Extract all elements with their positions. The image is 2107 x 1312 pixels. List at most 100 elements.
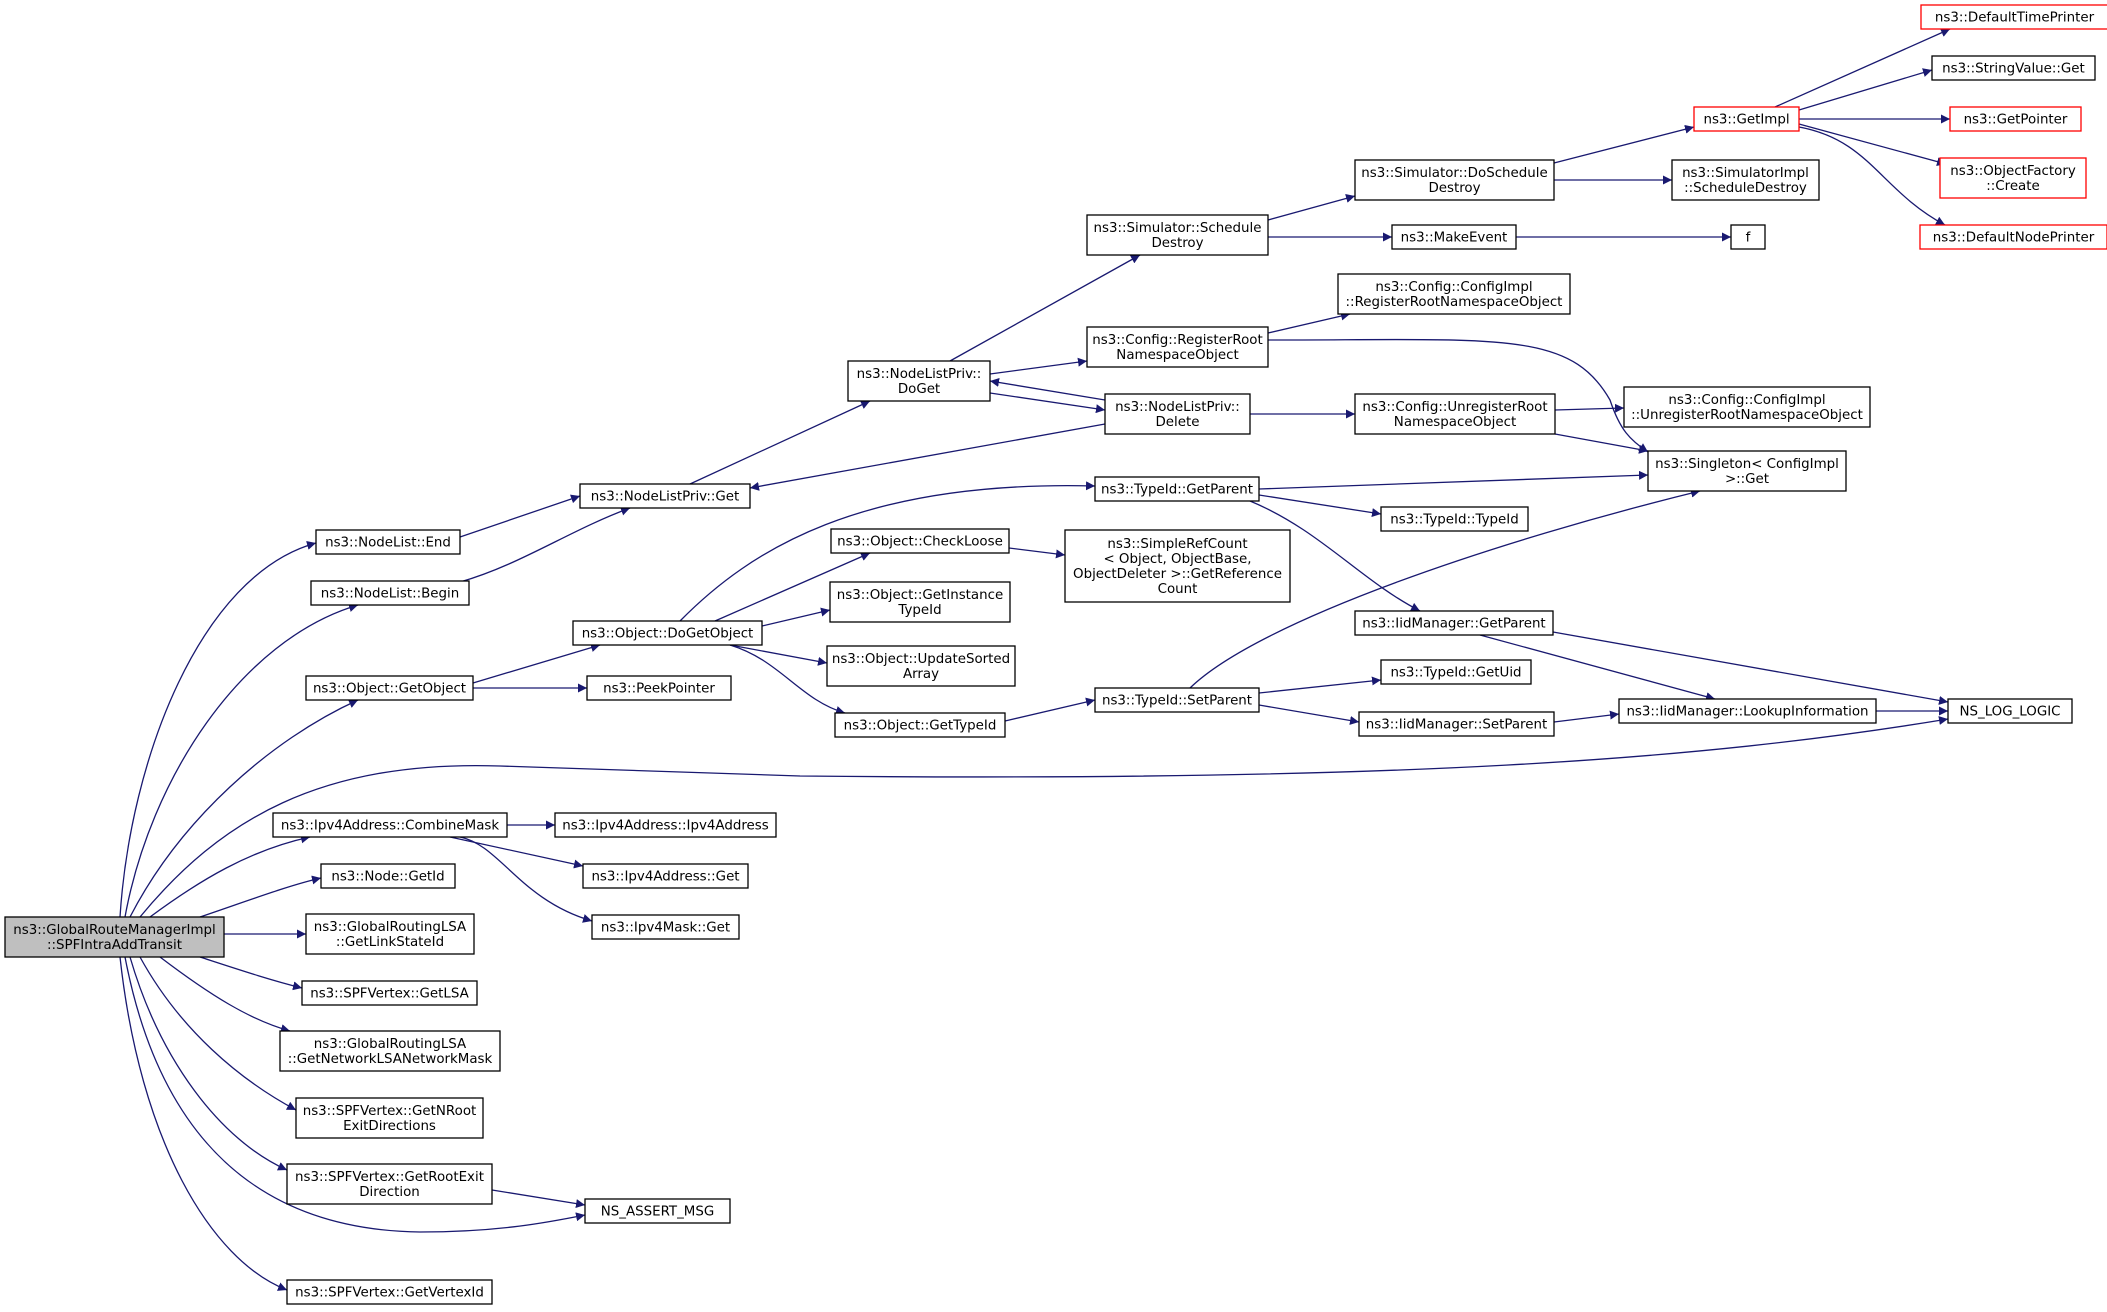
node-type-id-get-uid[interactable]: ns3::TypeId::GetUid (1380, 659, 1532, 685)
node-label: ns3::TypeId::GetParent (1101, 483, 1253, 498)
node-box (829, 581, 1011, 623)
node-string-value-get[interactable]: ns3::StringValue::Get (1931, 55, 2096, 81)
node-iid-get-parent[interactable]: ns3::IidManager::GetParent (1354, 610, 1554, 636)
node-box (1647, 450, 1847, 492)
node-box (826, 645, 1016, 687)
node-ipv4-get[interactable]: ns3::Ipv4Address::Get (582, 863, 749, 889)
node-object-factory-create[interactable]: ns3::ObjectFactory::Create (1939, 157, 2087, 199)
node-make-event[interactable]: ns3::MakeEvent (1391, 224, 1517, 250)
call-edge-nlpDelete-to-nlpDoGet (989, 378, 1106, 401)
node-nlp-get[interactable]: ns3::NodeListPriv::Get (579, 483, 751, 509)
node-obj-get-type-id[interactable]: ns3::Object::GetTypeId (834, 712, 1006, 738)
node-label: ns3::SimpleRefCount (1107, 537, 1247, 552)
node-label: ::ScheduleDestroy (1684, 181, 1807, 196)
node-box (1931, 55, 2096, 81)
node-spf-get-vertex-id[interactable]: ns3::SPFVertex::GetVertexId (286, 1279, 493, 1305)
node-ipv4-mask-get[interactable]: ns3::Ipv4Mask::Get (591, 914, 740, 940)
node-box (1380, 506, 1529, 532)
node-label: ns3::MakeEvent (1401, 231, 1508, 246)
call-edge-getImpl-to-defaultNodePrinter (1798, 126, 1946, 226)
node-nlp-do-get[interactable]: ns3::NodeListPriv::DoGet (847, 360, 991, 402)
node-ns-log-logic[interactable]: NS_LOG_LOGIC (1947, 698, 2073, 724)
node-label: ns3::Object::CheckLoose (837, 535, 1003, 550)
node-label: NS_LOG_LOGIC (1959, 705, 2060, 720)
node-label: ns3::SPFVertex::GetRootExit (295, 1170, 484, 1185)
node-box (286, 1163, 493, 1205)
node-get-impl[interactable]: ns3::GetImpl (1693, 106, 1800, 132)
node-sim-impl-sched-destroy[interactable]: ns3::SimulatorImpl::ScheduleDestroy (1671, 159, 1820, 201)
node-box (579, 483, 751, 509)
call-edge-objDoGetObject-to-typeIdGetParent (679, 481, 1096, 622)
node-box (834, 712, 1006, 738)
node-iid-set-parent[interactable]: ns3::IidManager::SetParent (1358, 711, 1555, 737)
node-grlsa-get-net-mask[interactable]: ns3::GlobalRoutingLSA::GetNetworkLSANetw… (279, 1030, 501, 1072)
node-box (301, 980, 478, 1006)
node-label: ns3::SPFVertex::GetVertexId (295, 1286, 484, 1301)
node-default-node-printer[interactable]: ns3::DefaultNodePrinter (1919, 224, 2107, 250)
call-edge-root-to-objGetObject (129, 699, 359, 918)
node-label: ns3::NodeList::End (325, 536, 451, 551)
node-peek-pointer[interactable]: ns3::PeekPointer (586, 675, 732, 701)
node-cfg-impl-unreg-root[interactable]: ns3::Config::ConfigImpl::UnregisterRootN… (1623, 386, 1871, 428)
node-singleton-get[interactable]: ns3::Singleton< ConfigImpl >::Get (1647, 450, 1847, 492)
call-edge-ipv4CombineMask-to-ipv4Get (449, 836, 584, 869)
node-grlsa-get-link-state-id[interactable]: ns3::GlobalRoutingLSA::GetLinkStateId (305, 913, 475, 955)
node-box (320, 863, 456, 889)
call-edge-nlpDoGet-to-cfgRegRoot (989, 357, 1088, 375)
call-edge-objDoGetObject-to-objUpdateSorted (729, 644, 828, 666)
node-label: f (1746, 231, 1751, 246)
node-box (1354, 159, 1555, 201)
call-edge-root-to-grlsaGetNetMask (159, 956, 291, 1033)
node-label: ns3::NodeListPriv:: (857, 367, 982, 382)
call-edge-root-to-nodeGetId (199, 875, 322, 918)
node-label: ns3::GlobalRoutingLSA (314, 1037, 467, 1052)
node-label: ns3::Config::RegisterRoot (1092, 333, 1262, 348)
call-edge-objGetObject-to-objDoGetObject (472, 643, 601, 684)
node-iid-lookup[interactable]: ns3::IidManager::LookupInformation (1618, 698, 1877, 724)
node-cfg-reg-root[interactable]: ns3::Config::RegisterRootNamespaceObject (1086, 326, 1269, 368)
node-nlp-delete[interactable]: ns3::NodeListPriv::Delete (1104, 393, 1251, 435)
node-simple-ref-count[interactable]: ns3::SimpleRefCount< Object, ObjectBase,… (1064, 529, 1291, 603)
call-edge-nlBegin-to-nlpGet (459, 506, 631, 583)
node-label: ::SPFIntraAddTransit (47, 938, 182, 953)
node-label: ns3::SPFVertex::GetNRoot (303, 1104, 477, 1119)
node-box (1094, 687, 1260, 713)
node-box (1064, 529, 1291, 603)
node-obj-do-get-object[interactable]: ns3::Object::DoGetObject (572, 620, 763, 646)
node-type-id-get-parent[interactable]: ns3::TypeId::GetParent (1094, 476, 1260, 502)
node-nl-end[interactable]: ns3::NodeList::End (315, 529, 461, 555)
call-edge-objDoGetObject-to-objGetInstanceTypeId (761, 607, 831, 627)
node-default-time-printer[interactable]: ns3::DefaultTimePrinter (1920, 4, 2107, 30)
node-label: ::Create (1986, 179, 2040, 194)
call-edge-root-to-nlEnd (119, 541, 317, 918)
node-obj-get-object[interactable]: ns3::Object::GetObject (305, 675, 474, 701)
call-edge-typeIdGetParent-to-iidGetParent (1249, 500, 1421, 612)
node-ipv4-combine-mask[interactable]: ns3::Ipv4Address::CombineMask (272, 812, 508, 838)
node-ns-assert-msg[interactable]: NS_ASSERT_MSG (584, 1198, 731, 1224)
node-cfg-impl-reg-root[interactable]: ns3::Config::ConfigImpl::RegisterRootNam… (1337, 273, 1571, 315)
node-obj-check-loose[interactable]: ns3::Object::CheckLoose (830, 528, 1010, 554)
node-label: ns3::StringValue::Get (1942, 62, 2085, 77)
nodes-layer: ns3::GlobalRouteManagerImpl::SPFIntraAdd… (4, 4, 2107, 1305)
call-edge-nlpGet-to-nlpDoGet (689, 400, 871, 485)
call-edge-nlpDoGet-to-nlpDelete (989, 392, 1106, 414)
node-cfg-unreg-root[interactable]: ns3::Config::UnregisterRootNamespaceObje… (1354, 393, 1556, 435)
node-type-id-type-id[interactable]: ns3::TypeId::TypeId (1380, 506, 1529, 532)
node-ipv4-ctor[interactable]: ns3::Ipv4Address::Ipv4Address (554, 812, 777, 838)
node-label: ns3::Object::UpdateSorted (832, 652, 1010, 667)
call-edge-root-to-ipv4CombineMask (149, 834, 311, 918)
node-box (305, 675, 474, 701)
node-node-get-id[interactable]: ns3::Node::GetId (320, 863, 456, 889)
node-sim-sched-destroy[interactable]: ns3::Simulator::ScheduleDestroy (1086, 214, 1269, 256)
node-spf-get-l-s-a[interactable]: ns3::SPFVertex::GetLSA (301, 980, 478, 1006)
node-get-pointer[interactable]: ns3::GetPointer (1949, 106, 2082, 132)
node-type-id-set-parent[interactable]: ns3::TypeId::SetParent (1094, 687, 1260, 713)
node-f[interactable]: f (1730, 224, 1766, 250)
node-nl-begin[interactable]: ns3::NodeList::Begin (310, 580, 470, 606)
node-label: ns3::NodeList::Begin (321, 587, 460, 602)
